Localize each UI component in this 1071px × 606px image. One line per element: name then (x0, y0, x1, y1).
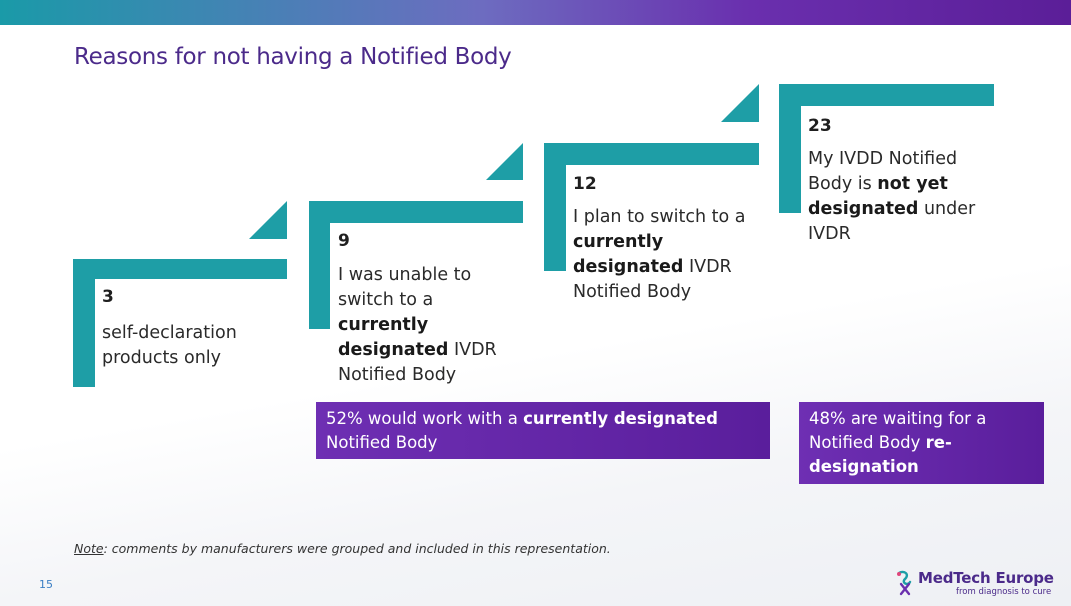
step-3-arrow-icon (721, 84, 759, 122)
step-4-left-bar (779, 84, 801, 213)
step-4-top-bar (779, 84, 994, 106)
step-4-text: My IVDD Notified Body is not yet designa… (808, 149, 976, 244)
step-2-left-bar (309, 201, 330, 329)
footnote-text: : comments by manufacturers were grouped… (103, 541, 611, 556)
step-1-arrow-icon (249, 201, 287, 239)
callout-re-designation: 48% are waiting for a Notified Body re-d… (799, 402, 1044, 484)
step-2-arrow-icon (486, 143, 523, 180)
step-1-top-bar (73, 259, 287, 279)
step-3-text: I plan to switch to a currently designat… (573, 207, 746, 302)
step-3-top-bar (544, 143, 759, 165)
step-2-text: I was unable to switch to a currently de… (338, 265, 497, 385)
step-2-count: 9 (338, 231, 350, 251)
step-3-left-bar (544, 143, 566, 271)
step-1-left-bar (73, 259, 95, 387)
step-1-text: self-declaration products only (102, 323, 237, 368)
top-gradient-bar (0, 0, 1071, 25)
page-title: Reasons for not having a Notified Body (74, 44, 512, 70)
callout-currently-designated: 52% would work with a currently designat… (316, 402, 770, 459)
background (0, 25, 1071, 606)
step-4-count: 23 (808, 116, 832, 136)
medtech-europe-logo: MedTech Europe from diagnosis to cure (896, 568, 1061, 600)
footnote-label: Note (74, 541, 104, 556)
step-2-top-bar (309, 201, 523, 223)
footnote: Note: comments by manufacturers were gro… (74, 541, 611, 556)
medtech-logo-icon (897, 570, 912, 596)
step-1-count: 3 (102, 287, 114, 307)
logo-text: MedTech Europe (918, 569, 1054, 587)
step-3-count: 12 (573, 174, 597, 194)
logo-tagline: from diagnosis to cure (956, 587, 1052, 597)
page-number: 15 (39, 578, 53, 591)
